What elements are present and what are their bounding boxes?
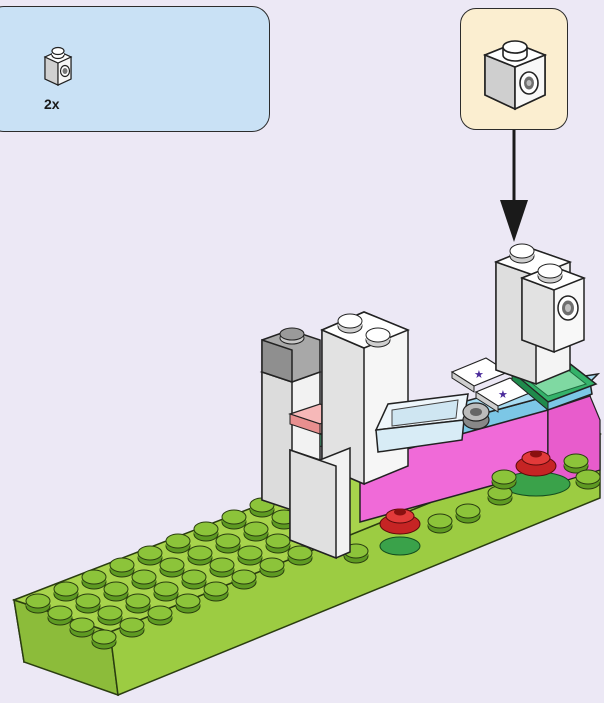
- svg-text:★: ★: [498, 388, 508, 401]
- svg-text:★: ★: [474, 368, 484, 381]
